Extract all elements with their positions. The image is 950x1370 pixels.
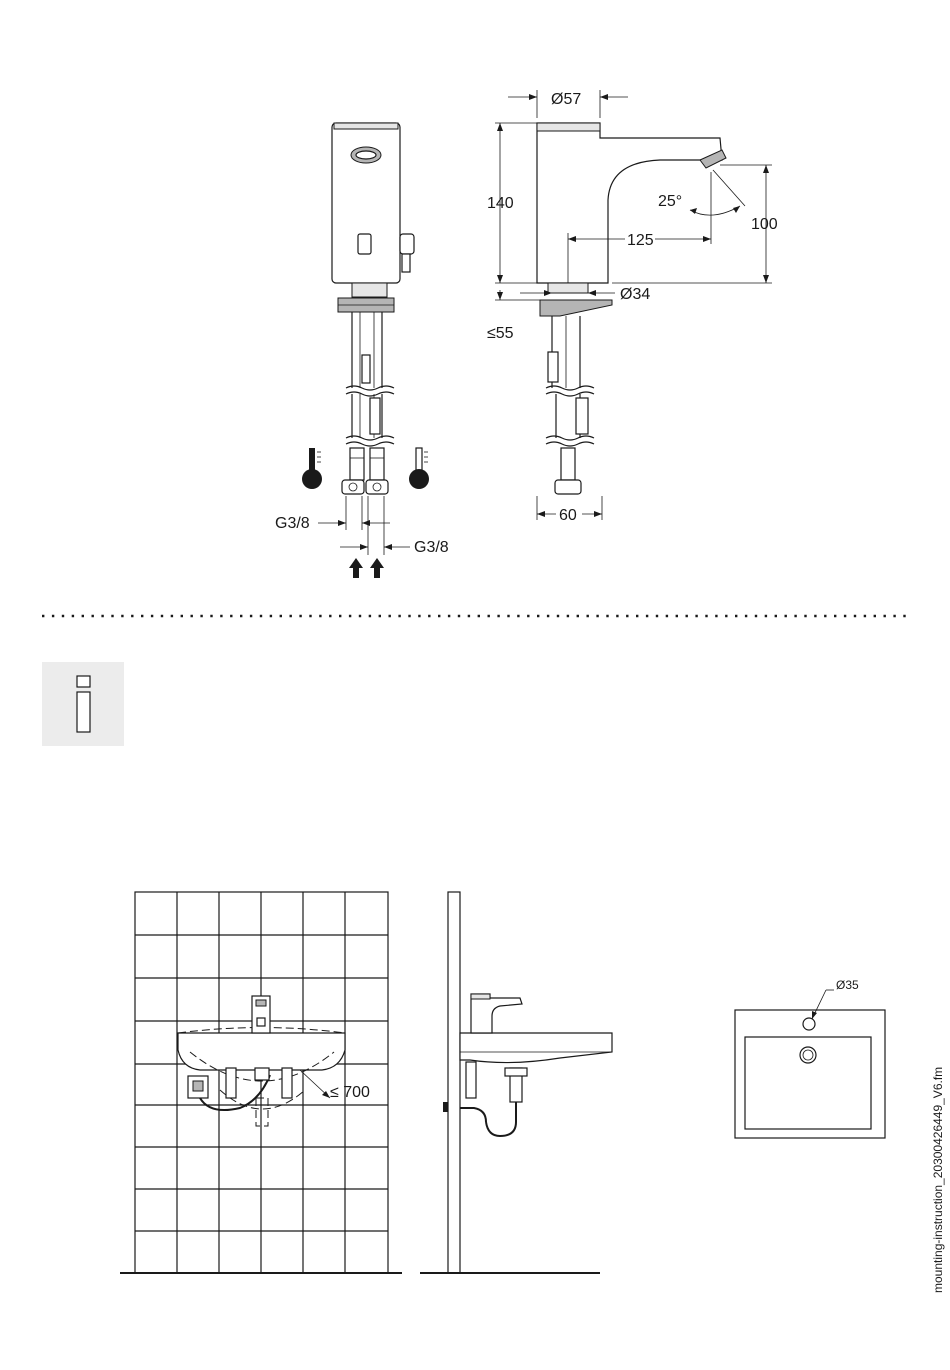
spout-angle-label: 25°: [658, 193, 682, 210]
tap-hole: [803, 1018, 815, 1030]
wall-front-installation: ≤ 700: [120, 892, 402, 1273]
tap-front-view: G3/8 G3/8: [275, 123, 449, 578]
max-height-label: ≤ 700: [330, 1084, 370, 1101]
supply-arrows: [349, 558, 384, 578]
height-label: 140: [487, 195, 514, 212]
connection-right-label: G3/8: [414, 539, 449, 556]
top-width-label: Ø57: [551, 91, 581, 108]
outlet-height-label: 100: [751, 216, 778, 233]
wall-side-installation: [420, 892, 612, 1273]
hot-thermometer-icon: [302, 448, 322, 489]
info-icon: [77, 676, 90, 732]
spout-reach-label: 125: [627, 232, 654, 249]
sensor-window: [358, 234, 371, 254]
connection-left-label: G3/8: [275, 515, 310, 532]
max-thickness-label: ≤55: [487, 325, 514, 342]
hole-diameter-label: Ø35: [836, 978, 859, 992]
tap-side-view: Ø57 140 ≤55: [487, 90, 778, 524]
drain-hole: [800, 1047, 816, 1063]
base-width-label: 60: [559, 507, 577, 524]
info-box: [42, 662, 124, 746]
cold-thermometer-icon: [409, 448, 429, 489]
shank-diameter-label: Ø34: [620, 286, 650, 303]
basin-top-view: Ø35: [735, 978, 885, 1138]
footer-filename: mounting-instruction_20300426449_V6.fm: [931, 1067, 945, 1293]
